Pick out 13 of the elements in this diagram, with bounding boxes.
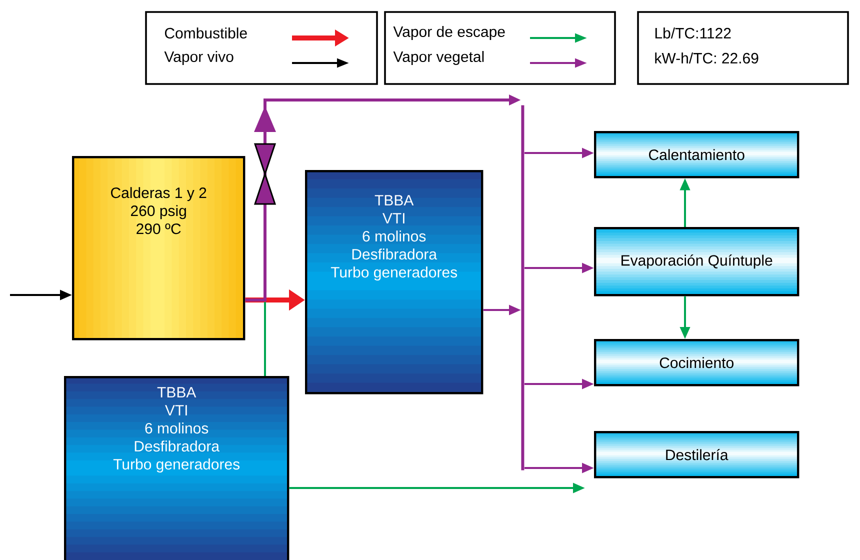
legend-text: Combustible	[164, 28, 247, 38]
turbine-box: TBBA VTI 6 molinos Desfibradora Turbo generadores	[305, 170, 484, 394]
turbine-box: TBBA VTI 6 molinos Desfibradora Turbo generadores	[64, 376, 290, 560]
legend-text: Vapor de escape	[393, 26, 505, 40]
legend-text: Vapor vegetal	[393, 51, 484, 65]
stat-text: Lb/TC:1122	[655, 28, 731, 38]
stat-text: kW-h/TC: 22.69	[655, 52, 758, 64]
legend-text: Vapor vivo	[164, 51, 234, 65]
boiler-box: Calderas 1 y 2 260 psig 290 ºC	[72, 156, 246, 340]
process-box: Calentamiento	[594, 131, 800, 178]
process-box: Cocimiento	[594, 339, 800, 386]
process-box: Evaporación Quíntuple	[594, 227, 800, 296]
process-box: Destilería	[594, 431, 800, 478]
